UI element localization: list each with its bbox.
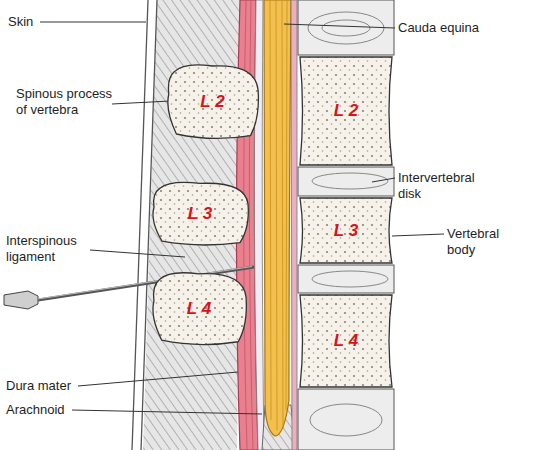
spinous-process: L 4 (150, 270, 248, 348)
vertebral-body: L 3 (298, 196, 394, 265)
leader-line (40, 22, 146, 23)
cauda-equina-band (264, 0, 291, 436)
bone-outline (153, 182, 248, 245)
vertebra-level: L 3 (334, 221, 358, 241)
part-label: Interspinous ligament (6, 233, 101, 266)
vertebral-body: L 2 (298, 55, 394, 167)
part-label: Dura mater (6, 378, 71, 394)
bone-outline (300, 295, 392, 387)
node-text-box: L 2 (165, 62, 260, 142)
leader-line (72, 410, 262, 414)
node-text-box: L 4 (150, 270, 248, 348)
node-text-box: L 2 (298, 55, 394, 167)
leader-line (90, 250, 185, 257)
bone-outline (300, 57, 392, 165)
intervertebral-disk (298, 389, 394, 450)
leader-line (392, 234, 444, 236)
disk-ring (322, 20, 370, 36)
leader-line (78, 372, 238, 386)
dura-texture (249, 0, 253, 450)
vertebra-level: L 3 (188, 204, 212, 224)
vertebra-level: L 4 (334, 331, 358, 351)
node-text-box: L 3 (298, 196, 394, 265)
vertebra-level: L 4 (187, 299, 211, 319)
anterior-dura (291, 0, 297, 450)
leader-lines (40, 22, 444, 414)
disk-ring (312, 271, 388, 287)
node-text-box: L 3 (150, 180, 250, 248)
skin-line (132, 0, 148, 450)
bone-outline (168, 65, 259, 139)
needle-hub (4, 291, 38, 309)
skin-layer (132, 0, 157, 450)
vertebra-level: L 2 (200, 92, 224, 112)
nerve-fibers (270, 0, 287, 430)
intervertebral-disk (298, 167, 394, 196)
spinous-process: L 2 (165, 62, 260, 142)
part-label: Arachnoid (6, 402, 65, 418)
part-label: Cauda equina (398, 20, 479, 36)
bone-outline (300, 198, 392, 263)
disk-ring (310, 404, 382, 436)
node-text-box: L 4 (298, 293, 394, 389)
vertebral-body: L 4 (298, 293, 394, 389)
bone-outline (153, 273, 246, 345)
part-label: Vertebral body (447, 226, 527, 259)
part-label: Spinous process of vertebra (16, 86, 126, 119)
disk-group (298, 0, 394, 450)
arachnoid-layer (254, 0, 264, 450)
leader-line (372, 178, 395, 182)
intervertebral-disk (298, 265, 394, 293)
part-label: Skin (8, 14, 33, 30)
disk-ring (308, 12, 384, 44)
spinous-process: L 3 (150, 180, 250, 248)
leader-line (284, 24, 395, 28)
part-label: Intervertebral disk (398, 170, 498, 203)
vertebra-level: L 2 (334, 101, 358, 121)
